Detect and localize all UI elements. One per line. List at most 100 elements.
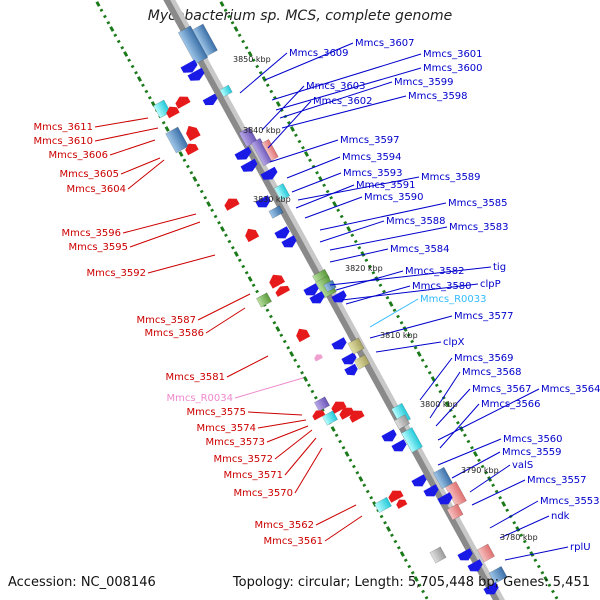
gene-label-mmcs_3560[interactable]: Mmcs_3560 — [503, 434, 563, 445]
gene-label-mmcs_3592[interactable]: Mmcs_3592 — [86, 268, 146, 279]
gene-block[interactable] — [238, 126, 258, 148]
gene-block[interactable] — [488, 566, 508, 584]
gene-label-mmcs_3585[interactable]: Mmcs_3585 — [448, 198, 508, 209]
gene-label-mmcs_3598[interactable]: Mmcs_3598 — [408, 91, 468, 102]
reverse-gene-arrow[interactable] — [313, 352, 323, 362]
gene-block[interactable] — [192, 23, 218, 57]
gene-label-mmcs_3570[interactable]: Mmcs_3570 — [233, 488, 293, 499]
forward-gene-arrow[interactable] — [281, 235, 298, 251]
gene-label-mmcs_3591[interactable]: Mmcs_3591 — [356, 180, 416, 191]
reverse-gene-arrow[interactable] — [329, 398, 347, 414]
forward-gene-arrow[interactable] — [187, 67, 207, 84]
gene-label-mmcs_3590[interactable]: Mmcs_3590 — [364, 192, 424, 203]
gene-label-clpx[interactable]: clpX — [443, 337, 465, 348]
gene-label-mmcs_3566[interactable]: Mmcs_3566 — [481, 399, 541, 410]
gene-label-mmcs_3561[interactable]: Mmcs_3561 — [263, 536, 323, 547]
reverse-gene-arrow[interactable] — [267, 271, 286, 289]
gene-label-mmcs_3581[interactable]: Mmcs_3581 — [165, 372, 225, 383]
reverse-gene-arrow[interactable] — [183, 123, 201, 142]
gene-label-mmcs_3594[interactable]: Mmcs_3594 — [342, 152, 402, 163]
forward-gene-arrow[interactable] — [467, 559, 484, 575]
reverse-gene-arrow[interactable] — [274, 283, 291, 297]
reverse-gene-arrow[interactable] — [337, 404, 355, 420]
gene-label-mmcs_3609[interactable]: Mmcs_3609 — [289, 48, 349, 59]
gene-label-mmcs_3586[interactable]: Mmcs_3586 — [144, 328, 204, 339]
forward-gene-arrow[interactable] — [331, 337, 348, 353]
gene-block[interactable] — [219, 84, 233, 98]
gene-label-mmcs_3559[interactable]: Mmcs_3559 — [502, 447, 562, 458]
reverse-gene-arrow[interactable] — [294, 326, 311, 343]
forward-gene-arrow[interactable] — [309, 291, 326, 307]
gene-block[interactable] — [433, 466, 453, 490]
gene-block[interactable] — [347, 337, 365, 355]
gene-label-mmcs_r0033[interactable]: Mmcs_R0033 — [420, 294, 486, 305]
gene-label-mmcs_3595[interactable]: Mmcs_3595 — [68, 242, 128, 253]
gene-label-clpp[interactable]: clpP — [480, 279, 501, 290]
reverse-gene-arrow[interactable] — [311, 408, 326, 421]
gene-block[interactable] — [313, 396, 331, 412]
gene-label-vals[interactable]: valS — [512, 460, 533, 471]
gene-label-tig[interactable]: tig — [493, 262, 506, 273]
gene-label-mmcs_3580[interactable]: Mmcs_3580 — [412, 281, 472, 292]
forward-gene-arrow[interactable] — [457, 548, 474, 564]
forward-gene-arrow[interactable] — [202, 93, 220, 109]
gene-label-rplu[interactable]: rplU — [570, 542, 591, 553]
gene-label-mmcs_3596[interactable]: Mmcs_3596 — [61, 228, 121, 239]
gene-block[interactable] — [273, 183, 291, 201]
forward-gene-arrow[interactable] — [391, 439, 408, 455]
gene-label-mmcs_3604[interactable]: Mmcs_3604 — [66, 184, 126, 195]
gene-label-mmcs_3571[interactable]: Mmcs_3571 — [223, 470, 283, 481]
reverse-gene-arrow[interactable] — [164, 104, 180, 119]
gene-block[interactable] — [374, 496, 392, 514]
reverse-gene-arrow[interactable] — [347, 407, 365, 423]
gene-label-mmcs_3589[interactable]: Mmcs_3589 — [421, 172, 481, 183]
gene-label-mmcs_3603[interactable]: Mmcs_3603 — [306, 81, 366, 92]
forward-gene-arrow[interactable] — [341, 352, 358, 368]
gene-label-mmcs_3610[interactable]: Mmcs_3610 — [33, 136, 93, 147]
forward-gene-arrow[interactable] — [303, 283, 320, 299]
gene-block[interactable] — [321, 410, 339, 426]
reverse-gene-arrow[interactable] — [173, 93, 191, 109]
gene-block[interactable] — [153, 99, 171, 119]
gene-label-mmcs_3582[interactable]: Mmcs_3582 — [405, 266, 465, 277]
gene-label-mmcs_3602[interactable]: Mmcs_3602 — [313, 96, 373, 107]
gene-block[interactable] — [323, 279, 337, 293]
gene-label-mmcs_3600[interactable]: Mmcs_3600 — [423, 63, 483, 74]
gene-label-mmcs_3597[interactable]: Mmcs_3597 — [340, 135, 400, 146]
forward-gene-arrow[interactable] — [411, 474, 428, 490]
gene-label-mmcs_3568[interactable]: Mmcs_3568 — [462, 367, 522, 378]
gene-label-mmcs_3599[interactable]: Mmcs_3599 — [394, 77, 454, 88]
forward-gene-arrow[interactable] — [234, 146, 254, 163]
gene-label-mmcs_3606[interactable]: Mmcs_3606 — [48, 150, 108, 161]
gene-block[interactable] — [446, 503, 464, 521]
forward-gene-arrow[interactable] — [331, 290, 348, 306]
gene-label-mmcs_3573[interactable]: Mmcs_3573 — [205, 437, 265, 448]
reverse-gene-arrow[interactable] — [243, 226, 260, 243]
gene-label-mmcs_3567[interactable]: Mmcs_3567 — [472, 384, 532, 395]
gene-label-mmcs_r0034[interactable]: Mmcs_R0034 — [167, 393, 233, 404]
forward-gene-arrow[interactable] — [381, 429, 398, 445]
gene-label-mmcs_3593[interactable]: Mmcs_3593 — [343, 168, 403, 179]
gene-block[interactable] — [393, 414, 411, 430]
forward-gene-arrow[interactable] — [255, 195, 272, 211]
gene-label-mmcs_3611[interactable]: Mmcs_3611 — [33, 122, 93, 133]
gene-label-mmcs_3574[interactable]: Mmcs_3574 — [196, 423, 256, 434]
gene-label-mmcs_3601[interactable]: Mmcs_3601 — [423, 49, 483, 60]
gene-block[interactable] — [401, 427, 423, 453]
reverse-gene-arrow[interactable] — [183, 141, 199, 156]
gene-label-mmcs_3572[interactable]: Mmcs_3572 — [213, 454, 273, 465]
gene-label-mmcs_3564[interactable]: Mmcs_3564 — [541, 384, 600, 395]
forward-gene-arrow[interactable] — [260, 166, 280, 183]
gene-block[interactable] — [429, 546, 447, 564]
gene-label-ndk[interactable]: ndk — [551, 511, 570, 522]
gene-block[interactable] — [353, 354, 371, 370]
gene-label-mmcs_3557[interactable]: Mmcs_3557 — [527, 475, 587, 486]
forward-gene-arrow[interactable] — [344, 363, 359, 379]
gene-label-mmcs_3577[interactable]: Mmcs_3577 — [454, 311, 514, 322]
gene-label-mmcs_3553[interactable]: Mmcs_3553 — [540, 496, 600, 507]
forward-gene-arrow[interactable] — [483, 582, 500, 598]
forward-gene-arrow[interactable] — [180, 59, 200, 76]
gene-label-mmcs_3569[interactable]: Mmcs_3569 — [454, 353, 514, 364]
gene-label-mmcs_3588[interactable]: Mmcs_3588 — [386, 216, 446, 227]
gene-label-mmcs_3587[interactable]: Mmcs_3587 — [136, 315, 196, 326]
